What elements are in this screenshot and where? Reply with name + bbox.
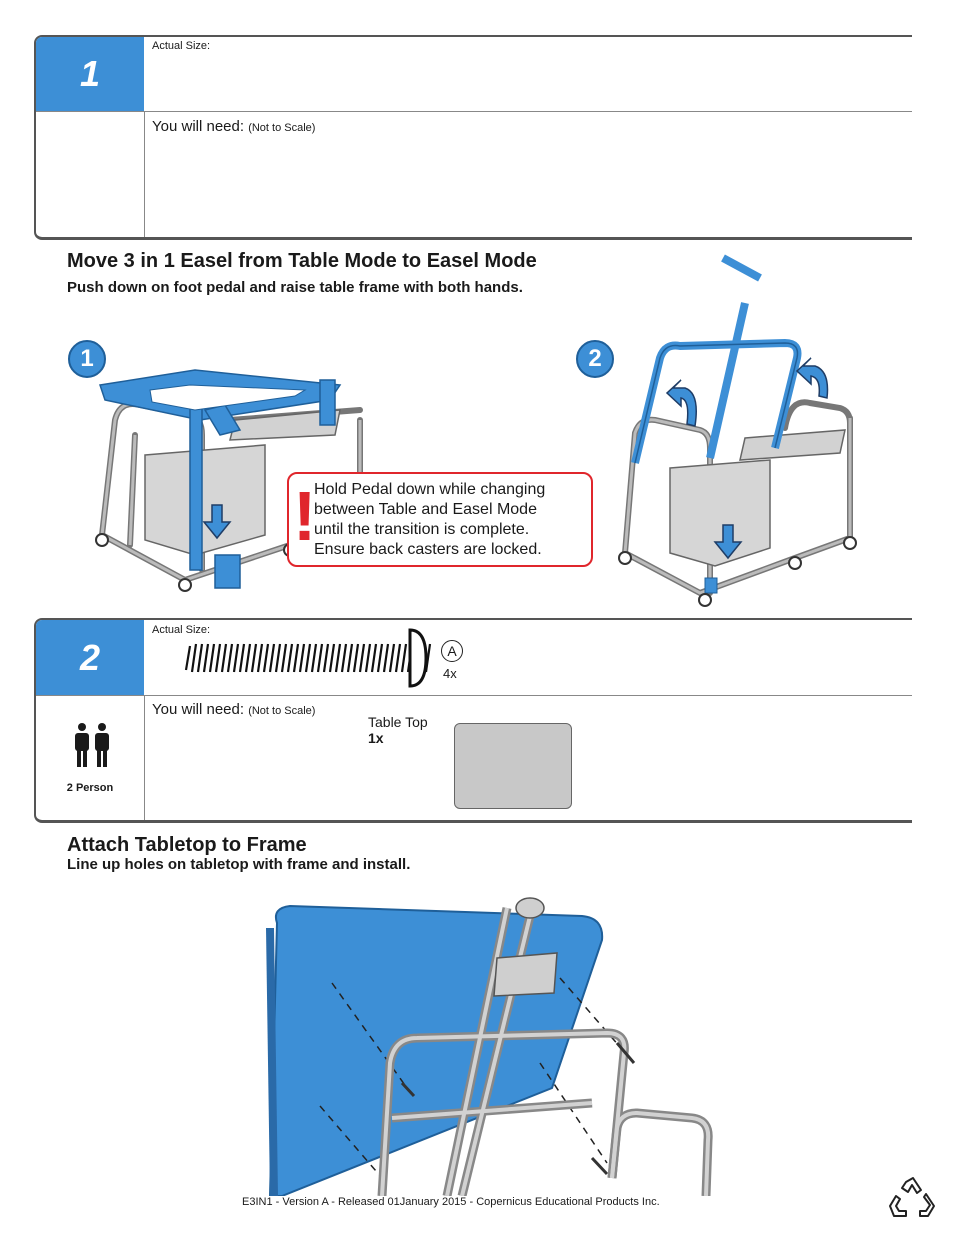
warning-line: between Table and Easel Mode [314,501,537,518]
step1-not-to-scale: (Not to Scale) [248,122,316,134]
step1-box: 1 Actual Size: You will need: (Not to Sc… [34,35,912,240]
warning-callout: ! Hold Pedal down while changing between… [287,472,593,567]
screw-icon [184,643,432,673]
recycle-icon [889,1177,935,1217]
section1-title: Move 3 in 1 Easel from Table Mode to Eas… [67,250,537,272]
figure2-shelf [739,429,846,461]
section2-heading: Attach Tabletop to Frame Line up holes o… [67,834,410,873]
section1-heading: Move 3 in 1 Easel from Table Mode to Eas… [67,250,537,296]
person-icon [75,723,109,767]
figure1-table-mode-illustration [95,369,367,592]
easel-bracket [493,952,558,997]
step1-you-will-need-label: You will need: [152,118,245,135]
figure1-storage-bin [144,444,266,556]
tabletop-item-qty: 1x [368,730,384,746]
easel-top-cap [515,897,545,919]
step2-box: 2 Actual Size: A 4x You will need: (Not … [34,618,912,823]
step2-actual-size-label: Actual Size: [152,624,211,636]
figure2-blue-frame-outline [634,342,799,464]
footer-text: E3IN1 - Version A - Released 01January 2… [242,1196,660,1208]
step1-you-will-need: You will need: (Not to Scale) [152,118,315,135]
figure3-attach-tabletop-illustration [266,897,713,1196]
warning-line: until the transition is complete. [314,521,530,538]
figure2-storage-bin [669,459,771,567]
tabletop-item-label: Table Top 1x [368,714,428,746]
step2-not-to-scale: (Not to Scale) [248,705,316,717]
step1-divider [36,111,912,112]
warning-line: Hold Pedal down while changing [314,481,546,498]
figure1-number: 1 [68,340,106,378]
arrow-down-icon [713,524,743,560]
arrow-down-icon [202,504,232,540]
figure2-easel-mode-illustration [618,254,857,607]
step2-you-will-need: You will need: (Not to Scale) [152,701,315,718]
bolts [400,1042,636,1176]
tabletop-panel [268,904,604,1196]
figure2-number: 2 [576,340,614,378]
arrow-curved-up-icon [665,357,829,427]
figure2-casters [618,536,857,607]
figure1-frame-opening [149,384,307,411]
screw-head-icon [408,628,428,688]
figure1-shelf [229,409,341,441]
section2-title: Attach Tabletop to Frame [67,834,307,856]
warning-text: Hold Pedal down while changing between T… [314,480,545,560]
section2-subtitle: Line up holes on tabletop with frame and… [67,856,411,873]
step1-col-divider [144,111,145,237]
step1-actual-size-label: Actual Size: [152,40,211,52]
figure2-pedal [704,577,718,594]
part-letter: A [447,643,457,659]
step2-divider [36,695,912,696]
persons-label: 2 Person [66,782,114,794]
step2-you-will-need-label: You will need: [152,701,245,718]
screw-thread [184,643,432,673]
step2-col-divider [144,695,145,820]
tabletop-edge [266,927,278,1196]
tabletop-item-name: Table Top [368,714,428,730]
warning-mark: ! [293,477,317,555]
section1-subtitle: Push down on foot pedal and raise table … [67,279,523,296]
step2-number: 2 [36,620,144,695]
part-letter-badge: A [441,640,463,662]
part-qty: 4x [443,666,457,681]
tabletop-thumbnail [454,723,572,809]
step1-number: 1 [36,37,144,111]
warning-line: Ensure back casters are locked. [314,541,542,558]
